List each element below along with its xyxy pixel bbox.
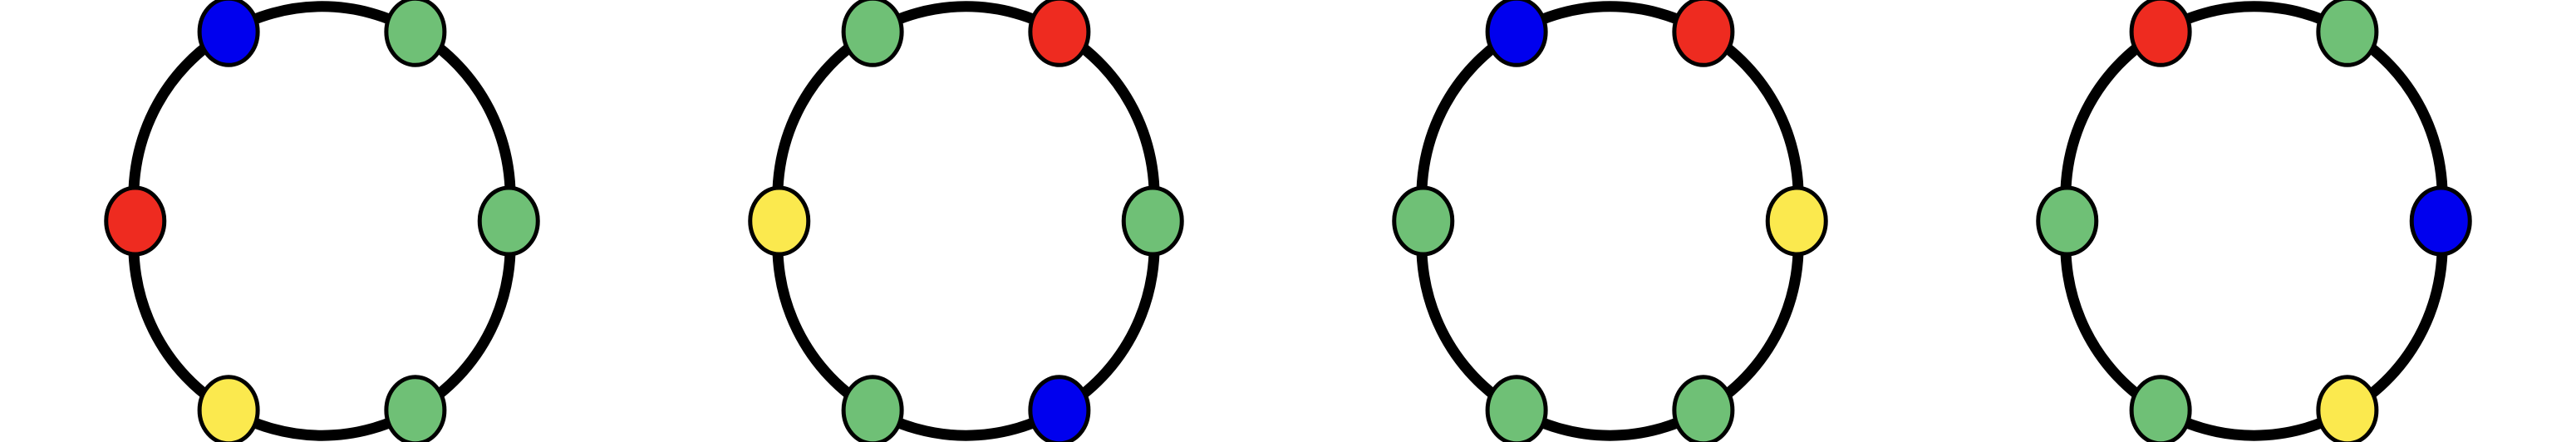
edge-group [772, 1, 1160, 441]
graph-node-green[interactable] [2036, 185, 2099, 257]
graph-panel-4 [1932, 0, 2576, 442]
graph-node-yellow[interactable] [197, 375, 260, 442]
graph-node-yellow[interactable] [748, 185, 811, 257]
graph-node-blue[interactable] [2409, 185, 2472, 257]
graph-node-green[interactable] [477, 185, 540, 257]
graph-canvas-3 [1392, 0, 1828, 442]
node-group [2036, 0, 2472, 442]
graph-node-green[interactable] [1485, 375, 1548, 442]
node-group [748, 0, 1184, 442]
graph-node-green[interactable] [1672, 375, 1735, 442]
edge-group [1416, 1, 1804, 441]
graph-node-red[interactable] [1672, 0, 1735, 67]
graph-panel-2 [644, 0, 1288, 442]
graph-panel-3 [1288, 0, 1932, 442]
graph-canvas-4 [2036, 0, 2472, 442]
graph-node-blue[interactable] [197, 0, 260, 67]
graph-node-red[interactable] [1028, 0, 1091, 67]
graph-node-green[interactable] [841, 0, 904, 67]
graph-node-green[interactable] [2316, 0, 2379, 67]
edge-group [2060, 1, 2448, 441]
graph-node-green[interactable] [384, 0, 447, 67]
graph-node-green[interactable] [2129, 375, 2192, 442]
graph-node-green[interactable] [841, 375, 904, 442]
graph-panel-1 [0, 0, 644, 442]
edge-group [128, 1, 516, 441]
graph-node-yellow[interactable] [1765, 185, 1828, 257]
graph-node-blue[interactable] [1485, 0, 1548, 67]
graph-canvas-2 [748, 0, 1184, 442]
graph-node-yellow[interactable] [2316, 375, 2379, 442]
graph-canvas-1 [104, 0, 540, 442]
graph-node-red[interactable] [2129, 0, 2192, 67]
graph-node-green[interactable] [1121, 185, 1184, 257]
graph-node-red[interactable] [104, 185, 167, 257]
node-group [1392, 0, 1828, 442]
graph-node-blue[interactable] [1028, 375, 1091, 442]
node-group [104, 0, 540, 442]
graph-node-green[interactable] [1392, 185, 1455, 257]
graph-node-green[interactable] [384, 375, 447, 442]
